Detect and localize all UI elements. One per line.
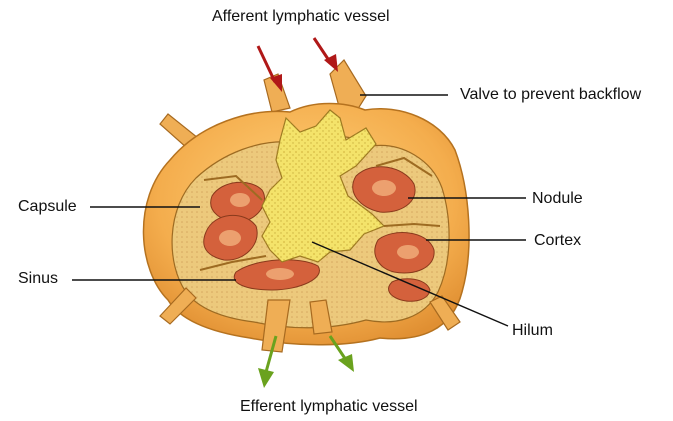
label-hilum: Hilum: [512, 322, 553, 340]
red-arrow-down-icon: [314, 38, 338, 72]
label-afferent-lymphatic-vessel: Afferent lymphatic vessel: [212, 8, 390, 26]
label-capsule: Capsule: [18, 198, 77, 216]
label-cortex: Cortex: [534, 232, 581, 250]
label-nodule: Nodule: [532, 190, 583, 208]
label-valve: Valve to prevent backflow: [460, 86, 641, 104]
label-efferent-lymphatic-vessel: Efferent lymphatic vessel: [240, 398, 418, 416]
label-sinus: Sinus: [18, 270, 58, 288]
